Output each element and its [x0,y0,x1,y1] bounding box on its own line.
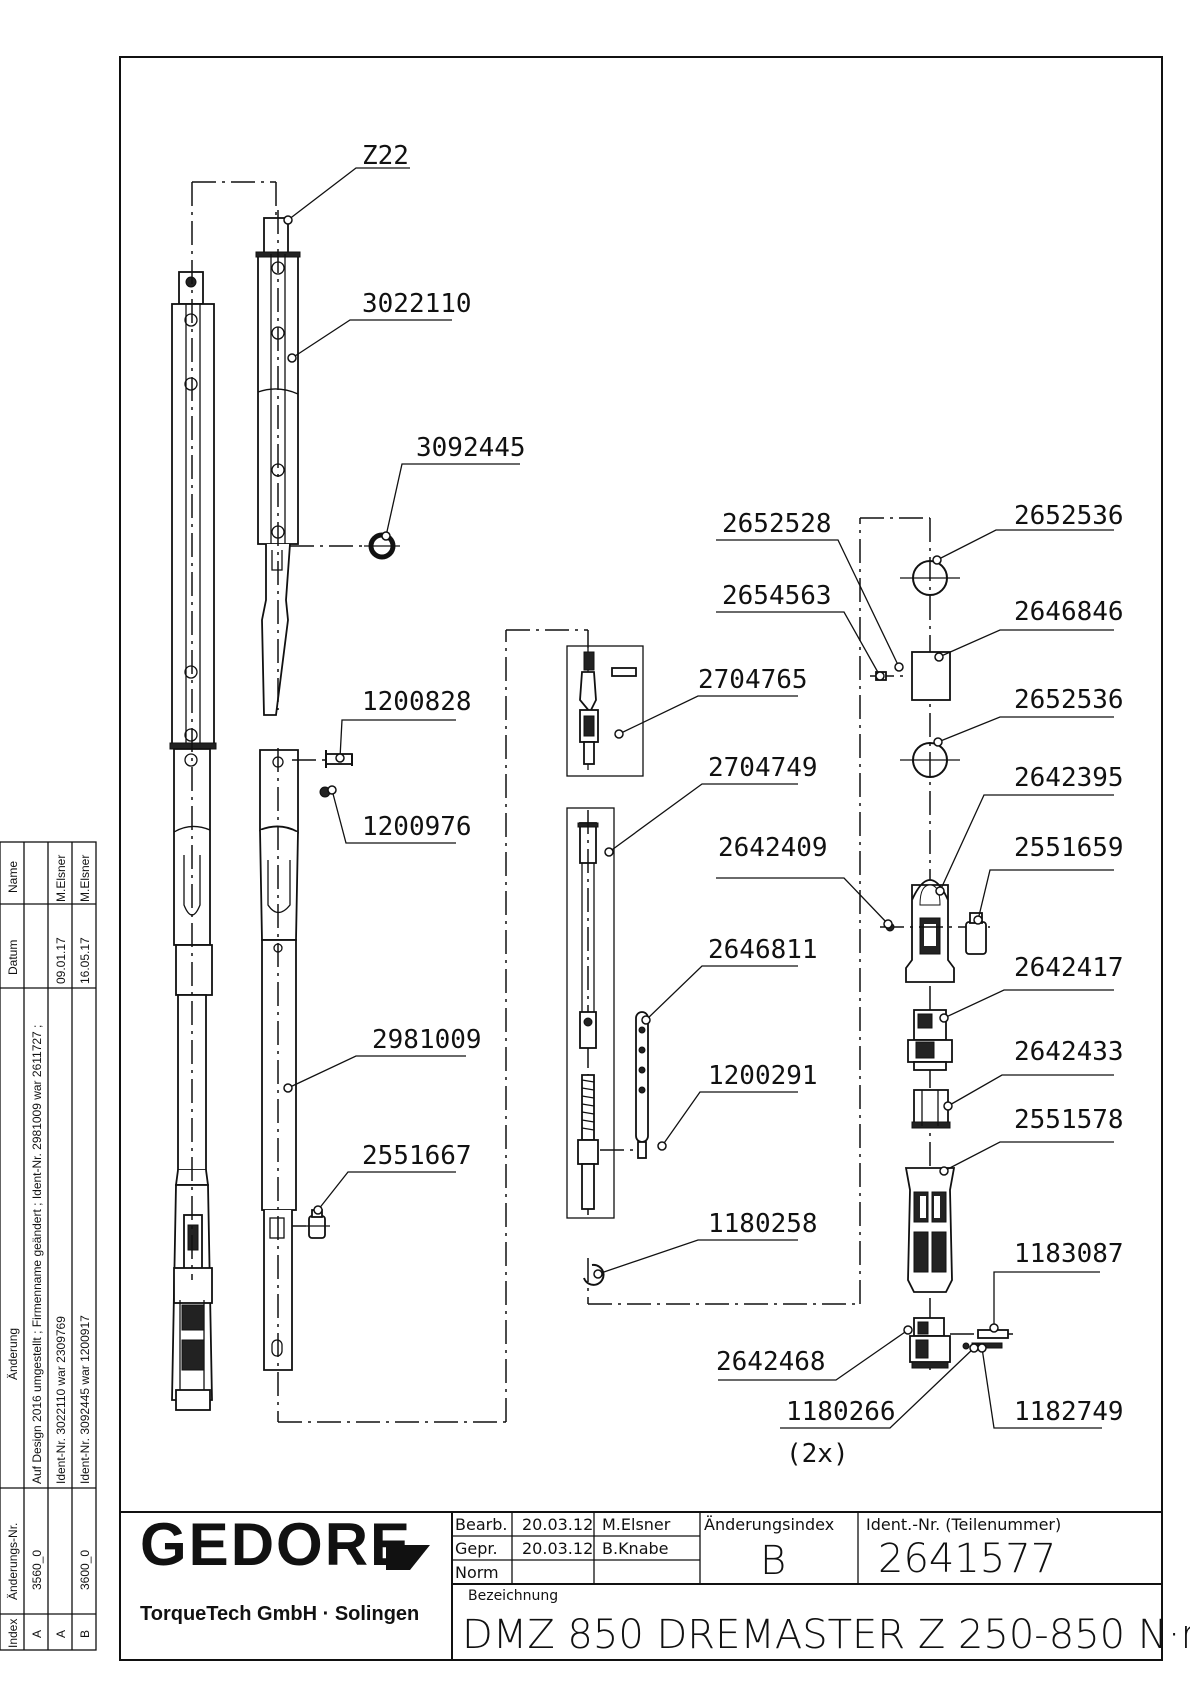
rev-header-name: Name [6,861,20,893]
title-block: GEDORE TorqueTech GmbH · Solingen Bearb.… [120,1511,1190,1660]
bezeichnung-label: Bezeichnung [468,1588,558,1604]
part-ring-2652536-top [900,560,960,596]
label-2642395: 2642395 [1014,763,1124,793]
aenderungsindex-label: Änderungsindex [704,1515,834,1534]
ident-value: 2641577 [878,1536,1056,1582]
box-2704749 [566,807,615,1219]
label-1182749: 1182749 [1014,1397,1124,1427]
label-2652528: 2652528 [722,509,832,539]
rev-row1-name: M.Elsner [54,855,68,902]
gepr-date: 20.03.12 [522,1539,593,1558]
label-1183087: 1183087 [1014,1239,1124,1269]
rev-row3-index: B [78,1630,92,1638]
drawing-frame [119,56,1163,1661]
revision-table: Index Änderungs-Nr. Änderung Datum Name … [0,841,97,1651]
part-2704749 [577,810,599,1215]
part-ring-2652536-bottom [900,742,960,778]
rev-row1-change-no: 3560_0 [30,1550,44,1590]
rev-row3-change-no: 3600_0 [78,1550,92,1590]
company-logo: GEDORE [140,1511,412,1578]
part-ring-1180258 [583,1258,605,1300]
rev-header-index: Index [6,1619,20,1648]
rev-header-change: Änderung [6,1328,20,1380]
label-1200291: 1200291 [708,1061,818,1091]
label-1180266: 1180266 [786,1397,896,1427]
part-2704765 [579,648,637,770]
assembled-wrench [169,271,217,1411]
leader-lines [287,167,1114,1429]
leader-dots [283,215,999,1353]
label-1200976: 1200976 [362,812,472,842]
label-2981009: 2981009 [372,1025,482,1055]
label-z22: Z22 [362,141,409,171]
label-2646846: 2646846 [1014,597,1124,627]
label-2551578: 2551578 [1014,1105,1124,1135]
gepr-name: B.Knabe [602,1539,669,1558]
box-2704765 [566,645,644,777]
rev-row3-date: 16.05.17 [78,937,92,984]
label-2642433: 2642433 [1014,1037,1124,1067]
rev-header-change-no: Änderungs-Nr. [6,1523,20,1600]
rev-row2-change: Ident-Nr. 3022110 war 2309769 [54,1316,68,1484]
bearb-date: 20.03.12 [522,1515,593,1534]
rev-row1-index: A [30,1630,44,1638]
label-2642409: 2642409 [718,833,828,863]
ident-label: Ident.-Nr. (Teilenummer) [866,1515,1061,1534]
part-tube-lower [259,749,299,1371]
rev-row1-date: 09.01.17 [54,937,68,984]
rev-row3-name: M.Elsner [78,855,92,902]
part-sleeve-2646846 [911,651,951,701]
norm-label: Norm [455,1563,499,1582]
part-2646811 [635,1011,649,1159]
rev-row3-change: Ident-Nr. 3092445 war 1200917 [78,1315,92,1484]
label-2642417: 2642417 [1014,953,1124,983]
bezeichnung-value: DMZ 850 DREMASTER Z 250-850 N·m [462,1612,1190,1658]
label-2642468: 2642468 [716,1347,826,1377]
label-1200828: 1200828 [362,687,472,717]
label-2551659: 2551659 [1014,833,1124,863]
rev-row1-change: Auf Design 2016 umgestellt ; Firmenname … [30,1025,44,1484]
label-3092445: 3092445 [416,433,526,463]
gedore-logo-mark-icon [386,1545,430,1570]
bearb-label: Bearb. [455,1515,507,1534]
label-2646811: 2646811 [708,935,818,965]
gepr-label: Gepr. [455,1539,498,1558]
label-2652536-top: 2652536 [1014,501,1124,531]
label-2704765: 2704765 [698,665,808,695]
rev-header-date: Datum [6,940,20,975]
label-2652536-bottom: 2652536 [1014,685,1124,715]
part-grip-2551578 [904,1167,956,1293]
part-2642417 [907,1009,953,1071]
company-subtitle: TorqueTech GmbH · Solingen [140,1603,419,1625]
label-1180258: 1180258 [708,1209,818,1239]
label-3022110: 3022110 [362,289,472,319]
label-2704749: 2704749 [708,753,818,783]
part-2642468 [909,1317,951,1369]
rev-row2-index: A [54,1630,68,1638]
bearb-name: M.Elsner [602,1515,671,1534]
aenderungsindex-value: B [760,1538,786,1584]
part-head-2642395 [905,879,955,983]
part-2642433 [911,1089,951,1129]
label-2551667: 2551667 [362,1141,472,1171]
label-2654563: 2654563 [722,581,832,611]
label-1180266-qty: (2x) [786,1439,849,1469]
